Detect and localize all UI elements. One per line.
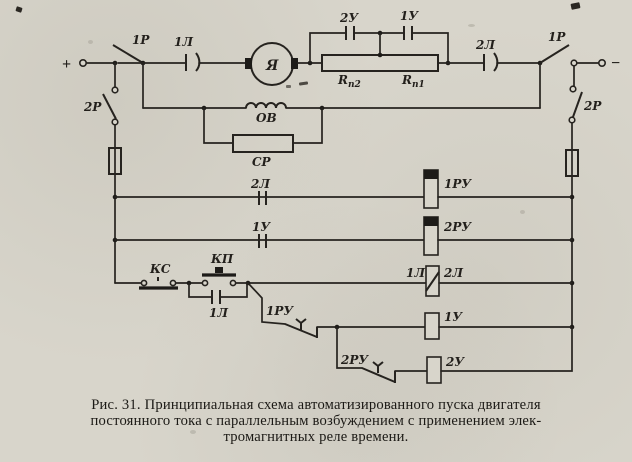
minus-sign: − bbox=[611, 55, 620, 72]
terminal-circle bbox=[79, 58, 88, 67]
button-label: КП bbox=[210, 252, 234, 266]
contactor-coil-1l-2l: 1Л 2Л bbox=[406, 265, 463, 297]
contact-label: 2РУ bbox=[340, 353, 369, 367]
sr-label: СР bbox=[252, 155, 272, 169]
knife-switch-1p-right: 1Р − bbox=[537, 30, 620, 72]
caption-line-3: тромагнитных реле времени. bbox=[223, 429, 409, 445]
scan-smudge bbox=[190, 430, 196, 434]
plus-terminal: + bbox=[62, 56, 118, 73]
resistor-label-1: Rп1 bbox=[401, 73, 425, 90]
contact-label: 2Л bbox=[475, 38, 495, 52]
motor-armature: Я bbox=[245, 42, 323, 86]
row-time-relay-2ru: 1У 2РУ bbox=[114, 216, 573, 256]
scan-speck bbox=[286, 85, 291, 88]
contact-label: 1Л bbox=[209, 306, 228, 320]
contact-2u-label: 2У bbox=[339, 11, 359, 25]
figure-caption: Рис. 31. Принципиальная схема автоматизи… bbox=[0, 397, 632, 445]
switch-label: 2Р bbox=[583, 99, 602, 113]
caption-line-2: постоянного тока с параллельным возбужде… bbox=[90, 413, 542, 429]
coil-label: 1РУ bbox=[444, 177, 472, 191]
left-bus bbox=[108, 124, 122, 284]
coil-2ru-damper bbox=[424, 217, 438, 226]
terminal-circle bbox=[597, 58, 606, 67]
coil-1u bbox=[424, 312, 440, 340]
switch-label: 1Р bbox=[132, 33, 150, 47]
row-accel-coil-1u: 1РУ 1У bbox=[247, 282, 573, 340]
row-time-relay-1ru: 2Л 1РУ bbox=[114, 169, 573, 209]
caption-line-1: Рис. 31. Принципиальная схема автоматизи… bbox=[91, 397, 541, 413]
delay-marker bbox=[372, 361, 384, 373]
line-contact-2l: 2Л bbox=[437, 38, 541, 72]
scan-smudge bbox=[468, 24, 475, 27]
accel-contacts-bypass: 2У 1У bbox=[309, 9, 451, 66]
coil-label: 2У bbox=[445, 355, 465, 369]
knife-switch-2p-left: 2Р bbox=[83, 62, 119, 126]
contact-label: 1РУ bbox=[266, 304, 294, 318]
resistor-label-2: Rп2 bbox=[337, 73, 361, 90]
coil-label-right: 2Л bbox=[443, 266, 463, 280]
knife-switch-2p-right: 2Р bbox=[568, 65, 602, 124]
switch-label: 1Р bbox=[548, 30, 566, 44]
button-label: КС bbox=[149, 262, 171, 276]
time-contact-1ru: 1РУ bbox=[266, 304, 318, 338]
row-accel-coil-2u: 2РУ 2У bbox=[336, 326, 573, 384]
motor-label: Я bbox=[265, 58, 279, 74]
contact-label: 1У bbox=[252, 220, 271, 234]
brush-right bbox=[291, 58, 298, 69]
line-contact-1l: 1Л bbox=[117, 35, 251, 72]
delay-marker bbox=[295, 318, 307, 330]
ov-label: ОВ bbox=[256, 111, 277, 125]
coil-label: 1У bbox=[444, 310, 463, 324]
time-contact-2ru: 2РУ bbox=[340, 353, 396, 383]
scan-smudge bbox=[88, 40, 93, 44]
fuse-left bbox=[108, 147, 122, 175]
inductor-ov bbox=[245, 102, 287, 109]
holding-contact-1l: 1Л bbox=[188, 282, 248, 320]
field-winding-branch: ОВ bbox=[142, 62, 541, 125]
row-buttons-contactor: КС КП 1Л 1Л 2Л bbox=[114, 252, 573, 320]
contact-label: 2Л bbox=[250, 177, 270, 191]
starting-resistor: Rп2 Rп1 bbox=[321, 54, 439, 90]
right-bus bbox=[565, 122, 579, 330]
contact-1u-label: 1У bbox=[400, 9, 419, 23]
scan-smudge bbox=[520, 210, 525, 214]
coil-label: 2РУ bbox=[443, 220, 472, 234]
coil-label-left: 1Л bbox=[406, 266, 425, 280]
circuit-diagram: + 1Р 2Р 1Л Я Rп2 Rп1 bbox=[62, 9, 620, 384]
start-button-kp: КП bbox=[201, 252, 237, 287]
brush-left bbox=[245, 58, 252, 69]
plus-sign: + bbox=[62, 56, 71, 73]
contact-label: 1Л bbox=[174, 35, 193, 49]
knife-switch-1p-left: 1Р bbox=[112, 33, 150, 66]
fuse-right bbox=[565, 149, 579, 177]
stop-button-ks: КС bbox=[139, 262, 178, 290]
coil-2u bbox=[426, 356, 442, 384]
coil-1ru-damper bbox=[424, 170, 438, 179]
relay-sr: СР bbox=[203, 107, 323, 169]
switch-label: 2Р bbox=[83, 100, 102, 114]
